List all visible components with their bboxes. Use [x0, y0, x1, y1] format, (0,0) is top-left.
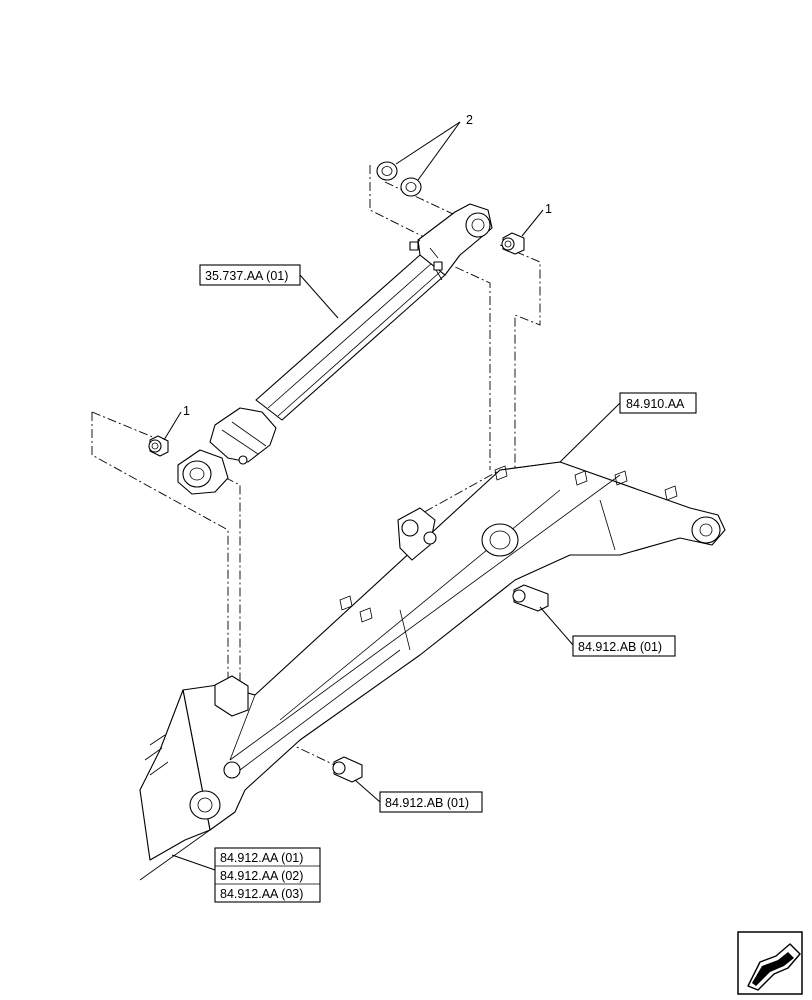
hydraulic-cylinder: [177, 203, 493, 495]
foot-ref-text-1: 84.912.AA (01): [220, 851, 303, 865]
callout-item-2: 2: [466, 113, 473, 127]
pin-lower: [332, 756, 363, 783]
view-direction-arrow-icon: [737, 931, 803, 995]
foot-ref-text-2: 84.912.AA (02): [220, 869, 303, 883]
pin-ref-right-label: 84.912.AB (01): [572, 635, 676, 657]
callout-item-1-left: 1: [183, 404, 190, 418]
callout-item-1-top: 1: [545, 202, 552, 216]
pin-ref-lower-label: 84.912.AB (01): [379, 791, 483, 813]
cylinder-ref-text: 35.737.AA (01): [205, 269, 288, 283]
pin-ref-lower-text: 84.912.AB (01): [385, 796, 469, 810]
boom-ref-label: 84.910.AA: [619, 392, 697, 414]
bushing-left: [148, 435, 169, 457]
boom-ref-text: 84.910.AA: [626, 397, 685, 411]
pin-right: [512, 584, 549, 612]
foot-ref-text-3: 84.912.AA (03): [220, 887, 303, 901]
washer-parts: [376, 161, 422, 197]
boom: [139, 461, 726, 881]
pin-ref-right-text: 84.912.AB (01): [578, 640, 662, 654]
leader-lines: [163, 121, 621, 871]
bushing-top: [501, 232, 525, 255]
cylinder-ref-label: 35.737.AA (01): [199, 264, 301, 286]
foot-refs-label: 84.912.AA (01) 84.912.AA (02) 84.912.AA …: [214, 847, 321, 903]
